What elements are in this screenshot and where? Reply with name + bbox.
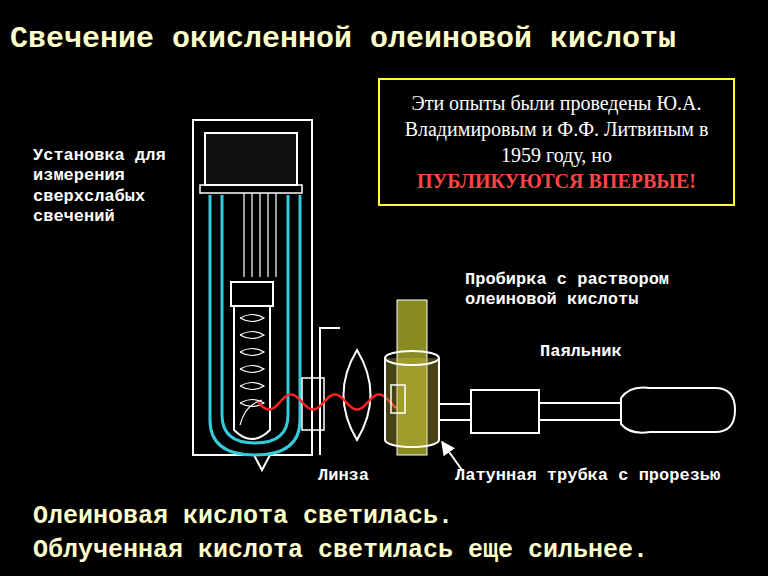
wire xyxy=(251,193,252,277)
coil xyxy=(240,349,264,356)
wire xyxy=(259,193,260,277)
dewar-outer xyxy=(210,195,300,455)
device-label: Установка для измерения сверхслабых свеч… xyxy=(33,146,183,228)
note-emphasis: ПУБЛИКУЮТСЯ ВПЕРВЫЕ! xyxy=(390,168,723,194)
tube-label: Пробирка с раствором олеиновой кислоты xyxy=(465,270,715,311)
wire xyxy=(275,193,276,277)
top-block xyxy=(205,133,297,185)
socket xyxy=(231,282,273,306)
iron-label: Паяльник xyxy=(540,342,660,362)
housing xyxy=(193,120,312,470)
iron-tip xyxy=(439,404,471,420)
result-line: Олеиновая кислота светилась. xyxy=(33,502,753,532)
coil xyxy=(240,315,264,322)
coil xyxy=(240,383,264,390)
brass-tube-label: Латунная трубка с прорезью xyxy=(455,466,755,486)
note-box: Эти опыты были проведены Ю.А. Владимиров… xyxy=(378,78,735,206)
result-line: Облученная кислота светилась еще сильнее… xyxy=(33,536,763,566)
lens xyxy=(344,350,371,440)
slit xyxy=(391,385,405,413)
coil xyxy=(240,332,264,339)
flange xyxy=(200,185,302,193)
shutter-plate xyxy=(320,328,340,455)
leader-arrow xyxy=(442,442,462,470)
photomultiplier xyxy=(234,306,270,439)
brass-tube-top xyxy=(385,351,439,365)
wire xyxy=(267,193,268,277)
brass-tube xyxy=(385,358,439,447)
note-text: Эти опыты были проведены Ю.А. Владимиров… xyxy=(390,90,723,168)
iron-body xyxy=(471,390,539,433)
iron-handle xyxy=(621,387,735,432)
iron-shaft xyxy=(539,403,621,420)
dynode-coils xyxy=(240,315,264,426)
coil xyxy=(240,366,264,373)
lens-label: Линза xyxy=(318,466,398,486)
title: Свечение окисленной олеиновой кислоты xyxy=(10,22,750,56)
wire xyxy=(243,193,244,277)
wires xyxy=(244,193,276,277)
